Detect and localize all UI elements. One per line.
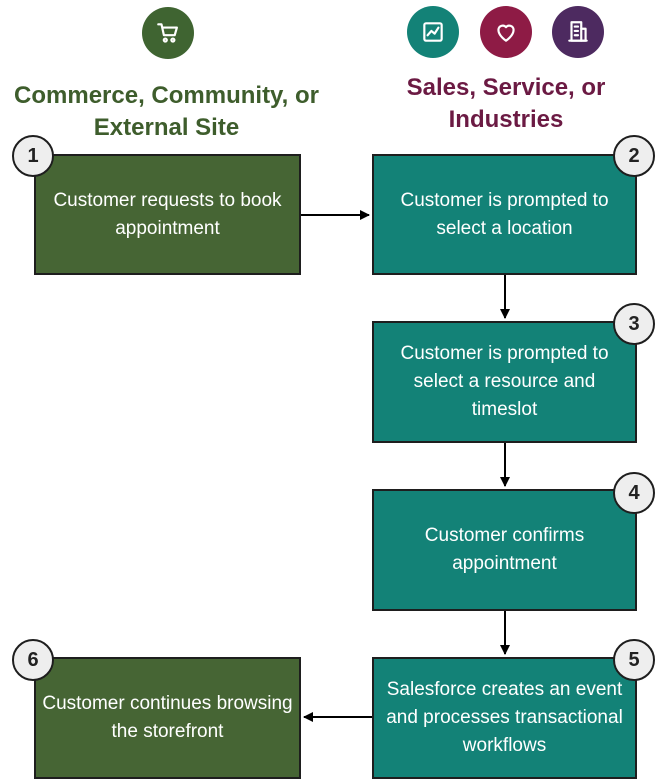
step-5-number: 5 xyxy=(613,639,655,681)
step-1-number: 1 xyxy=(12,135,54,177)
chart-icon xyxy=(423,22,443,42)
step-6-box: Customer continues browsing the storefro… xyxy=(34,657,301,779)
building-icon xyxy=(568,21,588,42)
step-5-box: Salesforce creates an event and processe… xyxy=(372,657,637,779)
commerce-column-heading: Commerce, Community, or External Site xyxy=(14,82,319,141)
step-2-box: Customer is prompted to select a locatio… xyxy=(372,154,637,275)
step-4-box: Customer confirms appointment xyxy=(372,489,637,611)
step-4-number: 4 xyxy=(613,472,655,514)
commerce-icon-badge xyxy=(142,7,194,59)
step-6-number: 6 xyxy=(12,639,54,681)
service-icon-badge xyxy=(480,6,532,58)
salesforce-column-heading: Sales, Service, or Industries xyxy=(406,74,606,133)
step-2-number: 2 xyxy=(613,135,655,177)
heart-icon xyxy=(497,24,515,42)
step-3-box: Customer is prompted to select a resourc… xyxy=(372,321,637,443)
sales-icon-badge xyxy=(407,6,459,58)
step-1-box: Customer requests to book appointment xyxy=(34,154,301,275)
industries-icon-badge xyxy=(552,6,604,58)
step-3-number: 3 xyxy=(613,303,655,345)
cart-icon xyxy=(157,23,178,43)
